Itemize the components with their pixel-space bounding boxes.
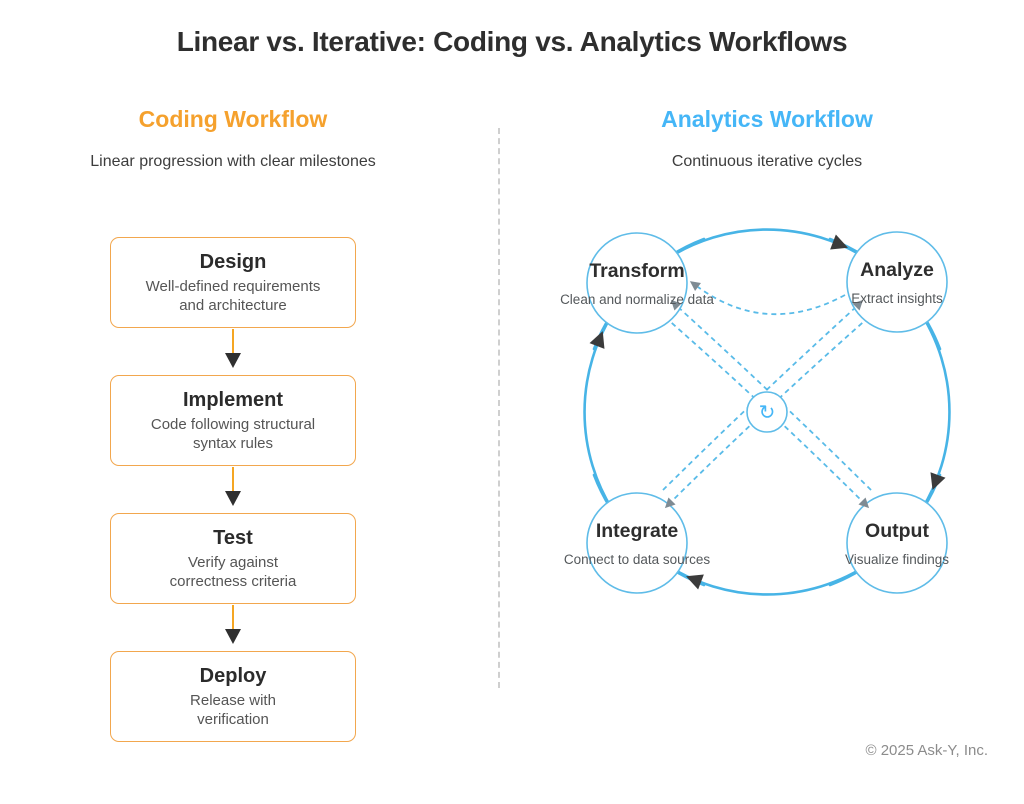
flow-arrow-down-icon bbox=[225, 353, 241, 368]
copyright-text: © 2025 Ask-Y, Inc. bbox=[865, 742, 988, 759]
flow-step-design: Design Well-defined requirements and arc… bbox=[110, 237, 356, 328]
coding-workflow-subtitle: Linear progression with clear milestones bbox=[90, 153, 376, 170]
flow-arrow-stem bbox=[232, 467, 234, 492]
flow-step-deploy: Deploy Release with verification bbox=[110, 651, 356, 742]
node-desc-integrate: Connect to data sources bbox=[564, 552, 711, 567]
flow-step-test: Test Verify against correctness criteria bbox=[110, 513, 356, 604]
step-title: Test bbox=[213, 527, 253, 549]
cycle-arrowhead-icon bbox=[589, 331, 605, 349]
flow-arrow-stem bbox=[232, 329, 234, 354]
analytics-cycle-diagram: ↻ Transform Clean and normalize data Ana… bbox=[560, 228, 951, 596]
step-title: Deploy bbox=[199, 665, 267, 687]
step-description: Release with verification bbox=[190, 692, 276, 728]
node-desc-output: Visualize findings bbox=[845, 552, 949, 567]
node-title-output: Output bbox=[865, 520, 929, 542]
node-title-transform: Transform bbox=[589, 260, 684, 282]
coding-workflow-heading: Coding Workflow bbox=[138, 106, 328, 132]
cycle-arrowhead-icon bbox=[830, 234, 848, 250]
step-title: Implement bbox=[182, 389, 284, 411]
node-circle-transform bbox=[586, 232, 688, 334]
dashed-arrowhead-icon bbox=[689, 281, 701, 292]
node-title-analyze: Analyze bbox=[860, 259, 934, 281]
node-title-integrate: Integrate bbox=[596, 520, 679, 542]
refresh-icon: ↻ bbox=[759, 402, 776, 424]
page-title: Linear vs. Iterative: Coding vs. Analyti… bbox=[176, 26, 848, 57]
flow-arrow-down-icon bbox=[225, 629, 241, 644]
node-circle-analyze bbox=[846, 231, 948, 333]
node-desc-analyze: Extract insights bbox=[851, 291, 943, 306]
analytics-workflow-subtitle: Continuous iterative cycles bbox=[671, 153, 863, 170]
flow-step-implement: Implement Code following structural synt… bbox=[110, 375, 356, 466]
step-description: Code following structural syntax rules bbox=[150, 416, 316, 452]
analytics-workflow-heading: Analytics Workflow bbox=[661, 106, 873, 132]
node-circle-output bbox=[846, 492, 948, 594]
cycle-arrowhead-icon bbox=[930, 472, 946, 491]
node-desc-transform: Clean and normalize data bbox=[560, 292, 714, 307]
node-circle-integrate bbox=[586, 492, 688, 594]
dashed-link-analyze-transform bbox=[697, 286, 846, 316]
step-description: Verify against correctness criteria bbox=[169, 554, 297, 590]
step-title: Design bbox=[199, 251, 267, 273]
vertical-dashed-divider bbox=[498, 128, 500, 688]
flow-arrow-stem bbox=[232, 605, 234, 630]
flow-arrow-down-icon bbox=[225, 491, 241, 506]
center-refresh-circle bbox=[746, 391, 788, 433]
cycle-arrowhead-icon bbox=[686, 574, 704, 590]
step-description: Well-defined requirements and architectu… bbox=[145, 278, 321, 314]
